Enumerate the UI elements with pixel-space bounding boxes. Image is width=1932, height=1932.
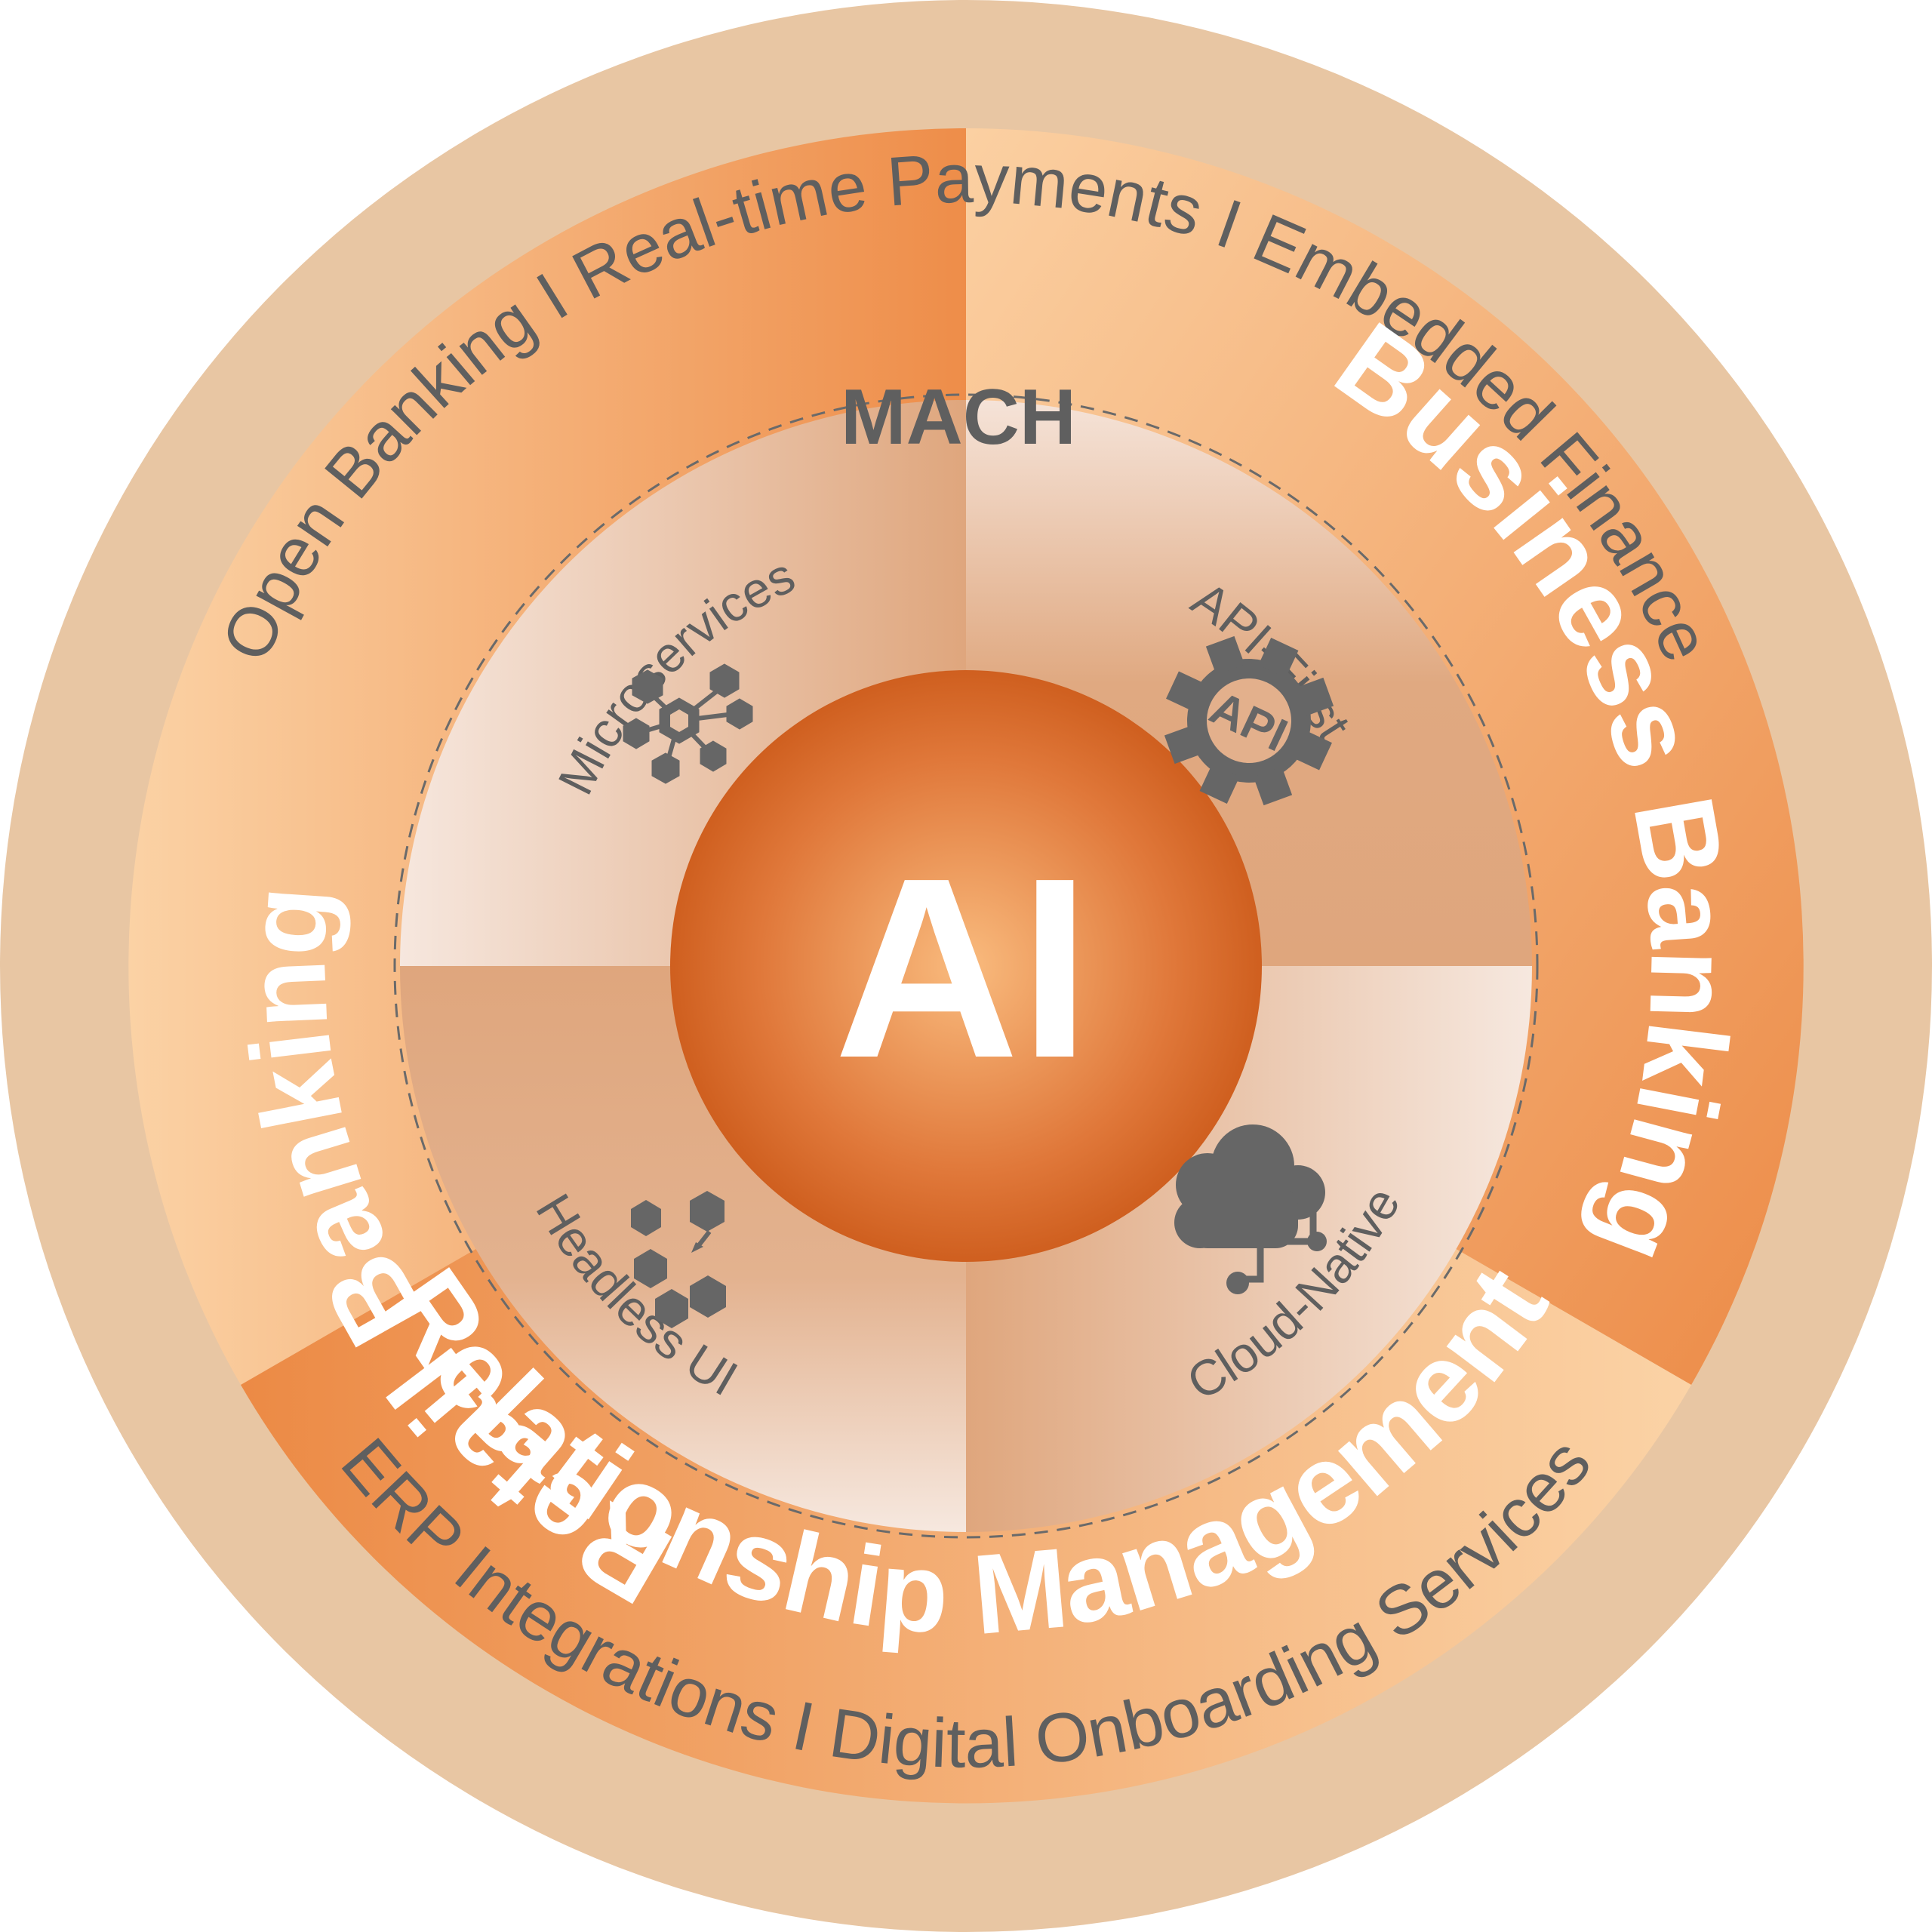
api-icon: API bbox=[1164, 635, 1334, 806]
cloud-native-icon bbox=[1174, 1124, 1327, 1294]
ai-core bbox=[670, 670, 1262, 1262]
microservices-icon bbox=[623, 663, 753, 784]
headless-icon bbox=[631, 1191, 726, 1328]
mach-title: MACH bbox=[841, 374, 1076, 461]
mach-boundary bbox=[393, 393, 1539, 1539]
ai-label: AI bbox=[834, 825, 1091, 1112]
